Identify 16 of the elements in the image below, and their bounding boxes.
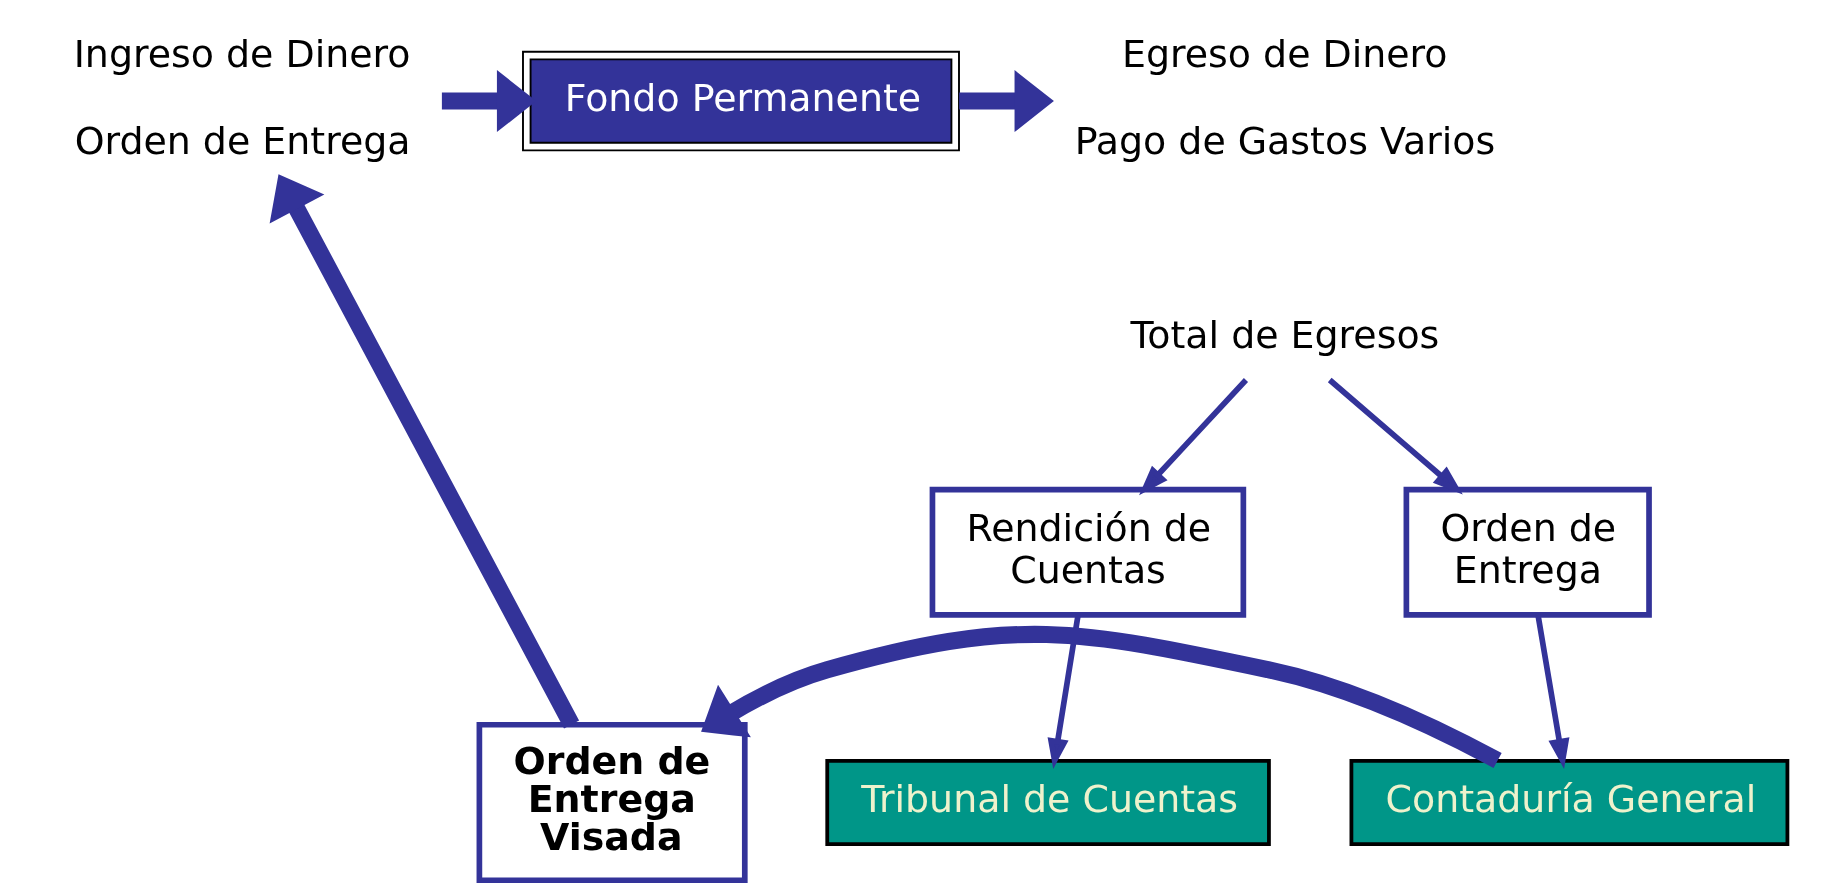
- arrow: [1047, 614, 1081, 769]
- arrow: [701, 626, 1502, 769]
- node-text: Egreso de Dinero Pago de Gastos Varios: [1074, 31, 1496, 164]
- node-text: Ingreso de Dinero Orden de Entrega: [73, 31, 411, 164]
- node-box: Orden de Entrega: [1403, 486, 1652, 618]
- node-box: Tribunal de Cuentas: [825, 758, 1271, 847]
- arrow: [1327, 377, 1463, 495]
- arrow: [1535, 614, 1570, 769]
- arrow: [959, 70, 1054, 133]
- node-box: Fondo Permanente: [522, 50, 960, 152]
- node-box: Contaduría General: [1349, 758, 1790, 847]
- node-box: Orden de Entrega Visada: [476, 721, 748, 884]
- node-text: Total de Egresos: [1130, 312, 1440, 357]
- arrow: [1139, 378, 1249, 496]
- node-box: Rendición de Cuentas: [929, 486, 1247, 618]
- arrow: [269, 174, 580, 729]
